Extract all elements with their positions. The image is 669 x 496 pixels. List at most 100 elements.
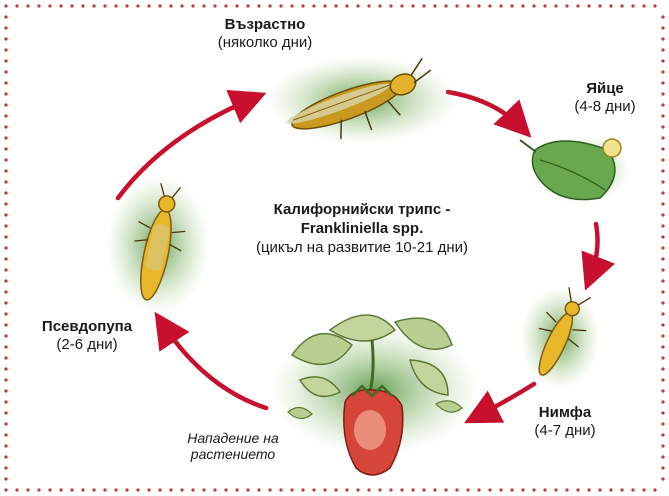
border-dot <box>661 70 664 73</box>
border-dot <box>661 334 664 337</box>
border-dot <box>389 488 392 491</box>
border-dot <box>92 488 95 491</box>
border-dot <box>499 488 502 491</box>
border-dot <box>246 488 249 491</box>
pseudopupa-illustration <box>106 175 210 315</box>
border-dot <box>125 488 128 491</box>
border-dot <box>4 345 7 348</box>
border-dot <box>4 488 7 491</box>
border-dot <box>620 4 623 7</box>
border-dot <box>4 235 7 238</box>
border-dot <box>631 4 634 7</box>
border-dot <box>136 488 139 491</box>
border-dot <box>4 4 7 7</box>
border-dot <box>422 4 425 7</box>
plant-attack-label: Нападение на растението <box>168 430 298 462</box>
border-dot <box>661 125 664 128</box>
border-dot <box>389 4 392 7</box>
border-dot <box>587 4 590 7</box>
border-dot <box>213 4 216 7</box>
border-dot <box>81 4 84 7</box>
border-dot <box>246 4 249 7</box>
border-dot <box>661 191 664 194</box>
border-dot <box>202 4 205 7</box>
border-dot <box>444 488 447 491</box>
border-dot <box>290 488 293 491</box>
border-dot <box>661 202 664 205</box>
border-dot <box>4 136 7 139</box>
border-dot <box>268 488 271 491</box>
border-dot <box>224 4 227 7</box>
border-dot <box>661 169 664 172</box>
nymph-illustration <box>520 283 600 390</box>
border-dot <box>334 488 337 491</box>
plant-attack-line2: растението <box>168 446 298 462</box>
border-dot <box>587 488 590 491</box>
arrow-attack-to-pupa <box>162 323 266 408</box>
border-dot <box>455 488 458 491</box>
border-dot <box>661 136 664 139</box>
border-dot <box>422 488 425 491</box>
border-dot <box>4 15 7 18</box>
border-dot <box>661 114 664 117</box>
border-dot <box>4 411 7 414</box>
border-dot <box>661 477 664 480</box>
border-dot <box>661 345 664 348</box>
border-dot <box>213 488 216 491</box>
border-dot <box>400 488 403 491</box>
border-dot <box>661 455 664 458</box>
border-dot <box>661 378 664 381</box>
border-dot <box>147 4 150 7</box>
border-dot <box>598 488 601 491</box>
border-dot <box>59 4 62 7</box>
border-dot <box>4 257 7 260</box>
border-dot <box>661 389 664 392</box>
stage-duration-pupa: (2-6 дни) <box>22 336 152 354</box>
border-dot <box>661 224 664 227</box>
border-dot <box>48 4 51 7</box>
attacked-plant-illustration <box>270 315 480 475</box>
border-dot <box>565 488 568 491</box>
border-dot <box>554 4 557 7</box>
border-dot <box>4 378 7 381</box>
border-dot <box>661 213 664 216</box>
border-dot <box>279 4 282 7</box>
border-dot <box>477 488 480 491</box>
border-dot <box>70 4 73 7</box>
border-dot <box>411 488 414 491</box>
plant-attack-line1: Нападение на <box>168 430 298 446</box>
border-dot <box>48 488 51 491</box>
border-dot <box>543 488 546 491</box>
border-dot <box>202 488 205 491</box>
arrow-egg-to-nymph <box>590 224 598 278</box>
border-dot <box>158 488 161 491</box>
border-dot <box>4 367 7 370</box>
stage-duration-nymph: (4-7 дни) <box>505 422 625 440</box>
border-dot <box>4 59 7 62</box>
border-dot <box>59 488 62 491</box>
border-dot <box>661 48 664 51</box>
border-dot <box>661 268 664 271</box>
border-dot <box>661 466 664 469</box>
border-dot <box>345 488 348 491</box>
border-dot <box>26 488 29 491</box>
border-dot <box>378 488 381 491</box>
border-dot <box>543 4 546 7</box>
border-dot <box>4 114 7 117</box>
border-dot <box>499 4 502 7</box>
border-dot <box>4 356 7 359</box>
border-dot <box>4 389 7 392</box>
border-dot <box>411 4 414 7</box>
border-dot <box>4 70 7 73</box>
border-dot <box>661 301 664 304</box>
border-dot <box>4 246 7 249</box>
border-dot <box>4 477 7 480</box>
border-dot <box>103 4 106 7</box>
border-dot <box>312 4 315 7</box>
border-dot <box>631 488 634 491</box>
border-dot <box>114 488 117 491</box>
border-dot <box>532 488 535 491</box>
border-dot <box>180 4 183 7</box>
border-dot <box>488 488 491 491</box>
border-dot <box>114 4 117 7</box>
